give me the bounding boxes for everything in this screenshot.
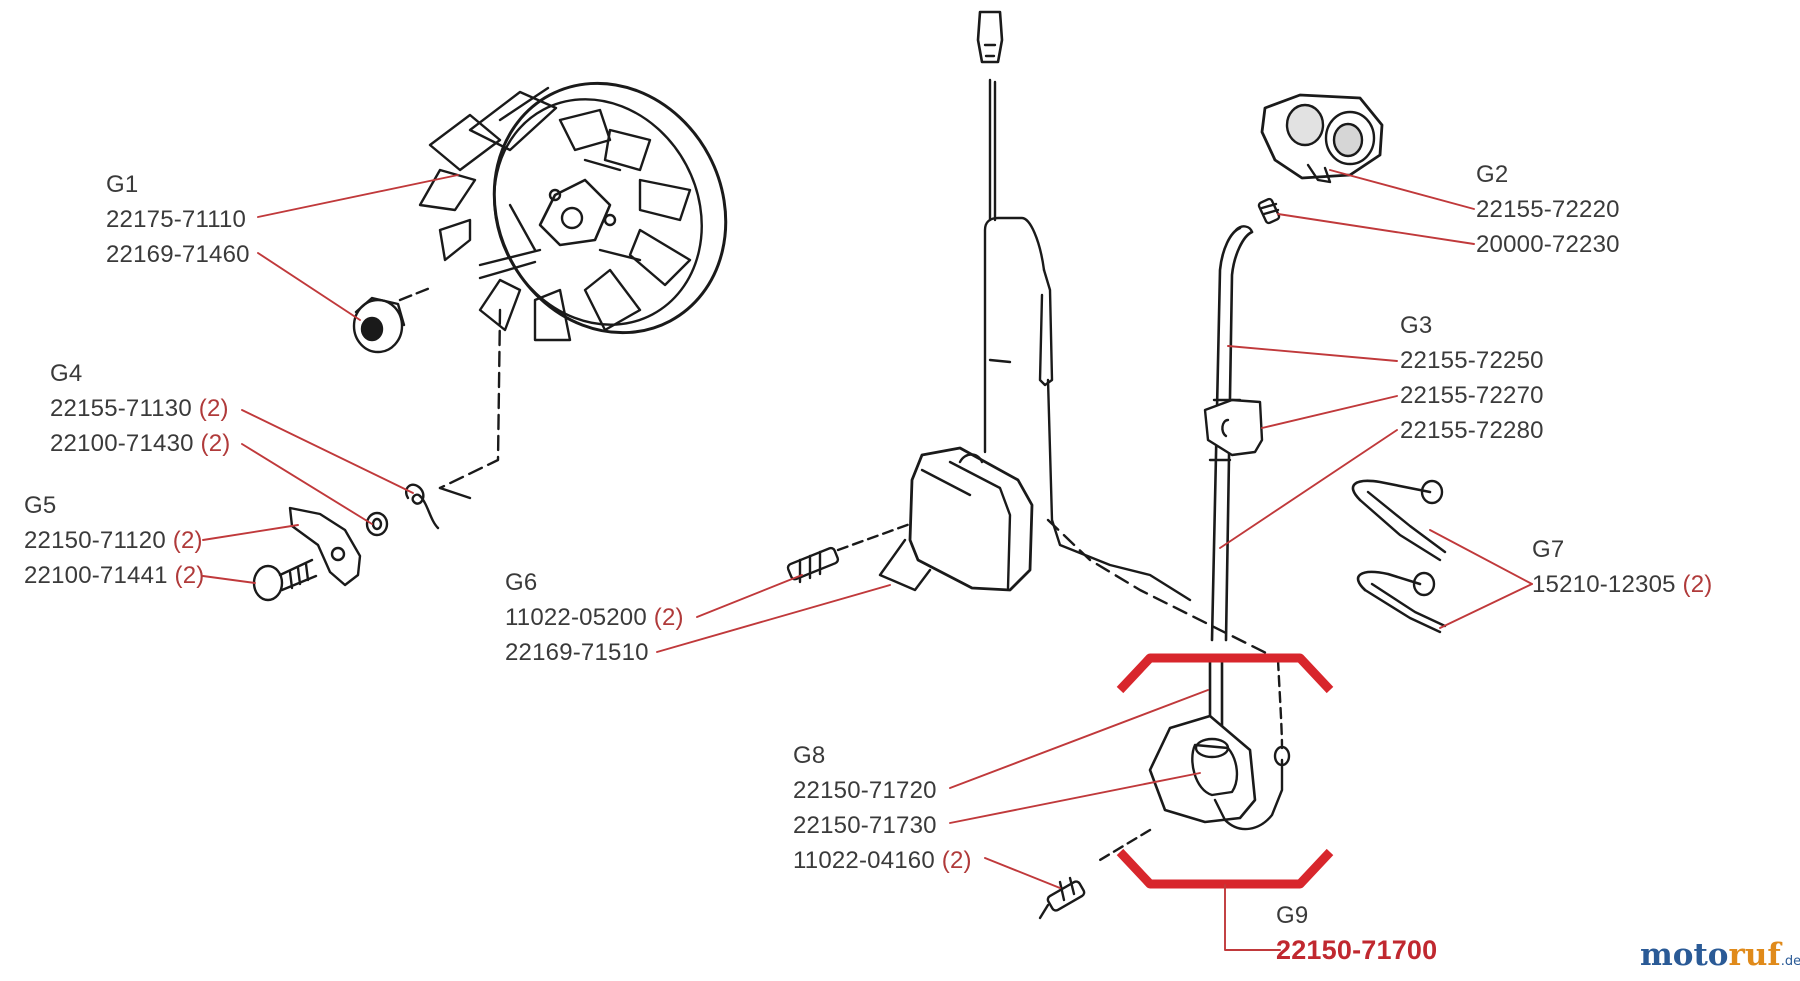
key-centerline xyxy=(438,308,502,490)
ignition-coil-drawing xyxy=(786,10,1192,602)
part-number: 15210-12305 (2) xyxy=(1532,571,1713,598)
group-g3-id: G3 xyxy=(1400,312,1433,339)
group-g1-id: G1 xyxy=(106,171,139,198)
coil-centerline xyxy=(1046,518,1272,657)
group-g8-id: G8 xyxy=(793,742,826,769)
part-number: 22100-71430 (2) xyxy=(50,430,231,457)
part-number: 22155-72270 xyxy=(1400,382,1544,409)
group-g3: G3 22155-72250 22155-72270 22155-72280 xyxy=(1400,308,1544,448)
group-g7-id: G7 xyxy=(1532,536,1565,563)
key-line xyxy=(438,486,472,500)
group-g7: G7 15210-12305 (2) xyxy=(1532,532,1712,602)
spark-plug-cap-drawing xyxy=(1257,93,1384,225)
group-g6: G6 11022-05200 (2) 22169-71510 xyxy=(505,565,684,670)
pawl-and-bolt-drawing xyxy=(252,506,362,602)
part-number-highlighted: 22150-71700 xyxy=(1276,935,1438,965)
part-number: 20000-72230 xyxy=(1476,231,1620,258)
motoruf-logo: motoruf.de xyxy=(1640,937,1800,973)
spring-washer-drawing xyxy=(365,483,440,537)
part-number: 11022-05200 (2) xyxy=(505,604,684,631)
cable-tie-drawing xyxy=(1351,479,1447,634)
group-g4-id: G4 xyxy=(50,360,83,387)
group-g1: G1 22175-71110 22169-71460 xyxy=(106,167,250,272)
part-number: 22155-71130 (2) xyxy=(50,395,229,422)
flywheel-drawing xyxy=(418,81,728,342)
group-g2-id: G2 xyxy=(1476,161,1509,188)
group-g6-id: G6 xyxy=(505,569,538,596)
part-number: 22155-72220 xyxy=(1476,196,1620,223)
group-g9-id: G9 xyxy=(1276,902,1309,929)
part-number: 22150-71120 (2) xyxy=(24,527,203,554)
part-number: 22169-71460 xyxy=(106,241,250,268)
part-number: 22150-71730 xyxy=(793,812,937,839)
part-number: 22155-72280 xyxy=(1400,417,1544,444)
group-g5: G5 22150-71120 (2) 22100-71441 (2) xyxy=(24,488,204,593)
group-g2: G2 22155-72220 20000-72230 xyxy=(1476,157,1620,262)
group-g8: G8 22150-71720 22150-71730 11022-04160 (… xyxy=(793,738,972,878)
ht-lead-drawing xyxy=(1203,225,1264,642)
part-number: 22175-71110 xyxy=(106,206,247,233)
group-g5-id: G5 xyxy=(24,492,57,519)
part-number: 11022-04160 (2) xyxy=(793,847,972,874)
leader-lines xyxy=(202,169,1533,951)
ignition-module-drawing xyxy=(1038,658,1291,920)
group-g4: G4 22155-71130 (2) 22100-71430 (2) xyxy=(50,356,230,461)
group-g9: G9 22150-71700 xyxy=(1276,898,1437,968)
part-number: 22155-72250 xyxy=(1400,347,1544,374)
module-highlight-brackets xyxy=(1116,653,1334,889)
part-number: 22100-71441 (2) xyxy=(24,562,205,589)
part-number: 22169-71510 xyxy=(505,639,649,666)
flywheel-nut-drawing xyxy=(352,286,432,354)
part-number: 22150-71720 xyxy=(793,777,937,804)
